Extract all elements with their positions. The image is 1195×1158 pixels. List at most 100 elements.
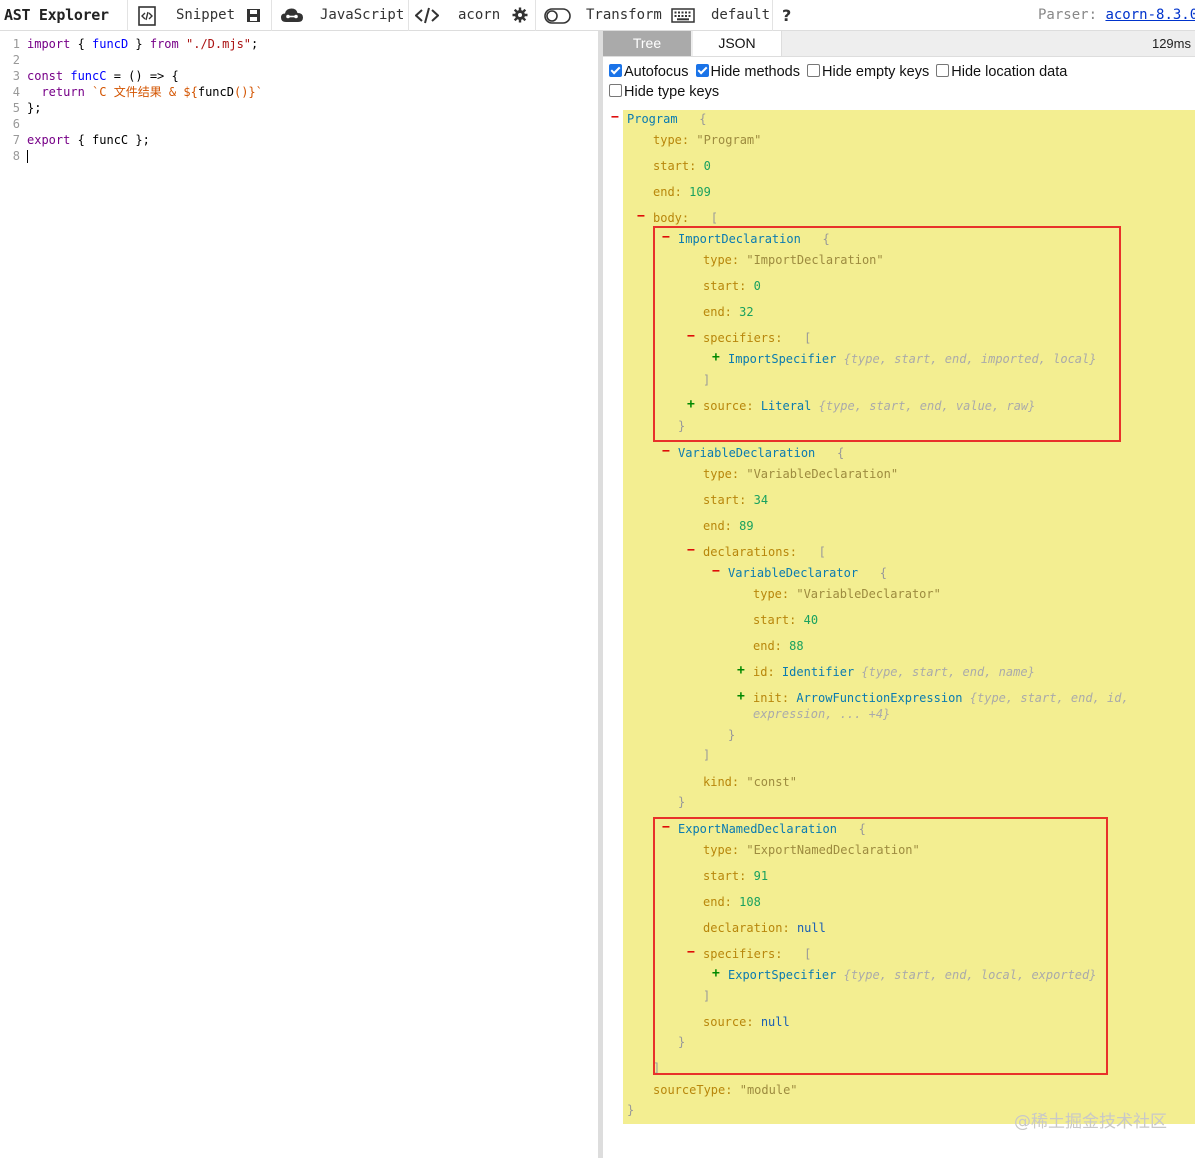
code-line: 6 bbox=[12, 117, 20, 131]
option-hide-methods[interactable]: Hide methods bbox=[695, 62, 800, 82]
output-tabs: Tree JSON 129ms bbox=[603, 31, 1195, 57]
checkbox[interactable] bbox=[936, 64, 950, 77]
expand-toggle[interactable]: + bbox=[737, 689, 745, 704]
collapse-toggle[interactable]: − bbox=[687, 945, 695, 960]
expand-toggle[interactable]: + bbox=[737, 663, 745, 678]
bracket: } bbox=[627, 1103, 635, 1117]
tree-prop: start: 0 bbox=[703, 279, 761, 293]
expand-toggle[interactable]: + bbox=[687, 397, 695, 412]
tree-prop: type: "VariableDeclaration" bbox=[703, 467, 899, 481]
language-select[interactable]: JavaScript bbox=[320, 7, 405, 23]
tree-prop-specifiers[interactable]: specifiers: [ bbox=[703, 331, 812, 345]
parser-select[interactable]: acorn bbox=[458, 7, 501, 23]
tree-prop-specifiers[interactable]: specifiers: [ bbox=[703, 947, 812, 961]
tree-prop: end: 108 bbox=[703, 895, 761, 909]
tree-prop: end: 109 bbox=[653, 185, 711, 199]
collapse-toggle[interactable]: − bbox=[662, 444, 670, 459]
tree-prop: end: 32 bbox=[703, 305, 754, 319]
keyboard-icon bbox=[671, 8, 695, 23]
tab-tree[interactable]: Tree bbox=[603, 31, 691, 56]
tree-node-variable-declarator[interactable]: VariableDeclarator { bbox=[728, 566, 887, 580]
collapse-toggle[interactable]: − bbox=[611, 110, 619, 125]
pane-splitter[interactable] bbox=[598, 31, 603, 1158]
tab-json[interactable]: JSON bbox=[693, 31, 782, 56]
text-cursor bbox=[27, 150, 28, 163]
snippet-icon[interactable] bbox=[137, 6, 157, 26]
tree-prop: type: "Program" bbox=[653, 133, 762, 147]
tree-highlight-background bbox=[623, 110, 1195, 1124]
tree-node-import-declaration[interactable]: ImportDeclaration { bbox=[678, 232, 830, 246]
toolbar: AST Explorer Snippet JavaScript acorn Tr… bbox=[0, 0, 1195, 31]
watermark: @稀土掘金技术社区 bbox=[1014, 1112, 1167, 1132]
app-title: AST Explorer bbox=[4, 6, 109, 24]
parse-time: 129ms bbox=[1151, 36, 1191, 51]
tree-node-program[interactable]: Program { bbox=[627, 112, 707, 126]
tree-options: Autofocus Hide methods Hide empty keys H… bbox=[609, 62, 1189, 102]
snippet-menu[interactable]: Snippet bbox=[176, 7, 236, 23]
bracket: ] bbox=[653, 1061, 661, 1075]
option-hide-location-data[interactable]: Hide location data bbox=[936, 62, 1067, 82]
parser-version-link[interactable]: acorn-8.3.0 bbox=[1105, 7, 1195, 23]
toggle-icon[interactable] bbox=[544, 8, 571, 24]
tree-prop: start: 40 bbox=[753, 613, 819, 627]
collapse-toggle[interactable]: − bbox=[687, 329, 695, 344]
tree-prop: start: 34 bbox=[703, 493, 769, 507]
tree-prop: start: 0 bbox=[653, 159, 711, 173]
tree-prop: end: 89 bbox=[703, 519, 754, 533]
tree-prop: start: 91 bbox=[703, 869, 769, 883]
code-line: 4 return `C 文件结果 & ${funcD()}` bbox=[12, 85, 263, 99]
tree-prop-declarations[interactable]: declarations: [ bbox=[703, 545, 826, 559]
collapse-toggle[interactable]: − bbox=[662, 230, 670, 245]
option-autofocus[interactable]: Autofocus bbox=[609, 62, 689, 82]
tree-prop-body[interactable]: body: [ bbox=[653, 211, 719, 225]
expand-toggle[interactable]: + bbox=[712, 350, 720, 365]
tree-prop-id[interactable]: id: Identifier {type, start, end, name} bbox=[753, 665, 1035, 679]
bracket: ] bbox=[703, 989, 711, 1003]
tree-node-export-named-declaration[interactable]: ExportNamedDeclaration { bbox=[678, 822, 866, 836]
tree-prop-init[interactable]: init: ArrowFunctionExpression {type, sta… bbox=[753, 691, 1129, 705]
tree-node-variable-declaration[interactable]: VariableDeclaration { bbox=[678, 446, 845, 460]
transform-menu[interactable]: Transform bbox=[586, 7, 662, 23]
option-hide-type-keys[interactable]: Hide type keys bbox=[609, 82, 719, 102]
collapse-toggle[interactable]: − bbox=[662, 820, 670, 835]
gear-icon[interactable] bbox=[512, 7, 528, 23]
checkbox[interactable] bbox=[695, 64, 709, 77]
fork-cloud-icon[interactable] bbox=[280, 7, 304, 24]
checkbox[interactable] bbox=[609, 64, 622, 77]
bracket: } bbox=[678, 795, 686, 809]
tree-prop: type: "ExportNamedDeclaration" bbox=[703, 843, 920, 857]
bracket: } bbox=[728, 728, 736, 742]
tree-prop: source: null bbox=[703, 1015, 790, 1029]
tree-prop: type: "VariableDeclarator" bbox=[753, 587, 941, 601]
parser-info: Parser: acorn-8.3.0 bbox=[1038, 0, 1195, 31]
code-icon bbox=[415, 7, 439, 24]
tree-node-export-specifier[interactable]: ExportSpecifier {type, start, end, local… bbox=[728, 968, 1097, 982]
tree-prop-source[interactable]: source: Literal {type, start, end, value… bbox=[703, 399, 1036, 413]
keymap-select[interactable]: default bbox=[711, 7, 771, 23]
collapse-toggle[interactable]: − bbox=[712, 564, 720, 579]
collapse-toggle[interactable]: − bbox=[637, 209, 645, 224]
bracket: ] bbox=[703, 373, 711, 387]
bracket: } bbox=[678, 419, 686, 433]
tree-prop: declaration: null bbox=[703, 921, 826, 935]
checkbox[interactable] bbox=[807, 64, 821, 77]
tree-summary: expression, ... +4} bbox=[753, 707, 891, 721]
save-icon[interactable] bbox=[246, 8, 261, 23]
code-line: 2 bbox=[12, 53, 20, 67]
help-button[interactable]: ? bbox=[782, 6, 792, 25]
collapse-toggle[interactable]: − bbox=[687, 543, 695, 558]
checkbox[interactable] bbox=[609, 84, 622, 97]
option-hide-empty-keys[interactable]: Hide empty keys bbox=[807, 62, 929, 82]
tree-node-import-specifier[interactable]: ImportSpecifier {type, start, end, impor… bbox=[728, 352, 1097, 366]
bracket: ] bbox=[703, 748, 711, 762]
output-pane: Tree JSON 129ms Autofocus Hide methods H… bbox=[603, 31, 1195, 1158]
expand-toggle[interactable]: + bbox=[712, 966, 720, 981]
highlight-box-import bbox=[653, 226, 1121, 442]
code-line: 8 bbox=[0, 148, 28, 164]
tree-prop: end: 88 bbox=[753, 639, 804, 653]
parser-label: Parser: bbox=[1038, 7, 1098, 23]
